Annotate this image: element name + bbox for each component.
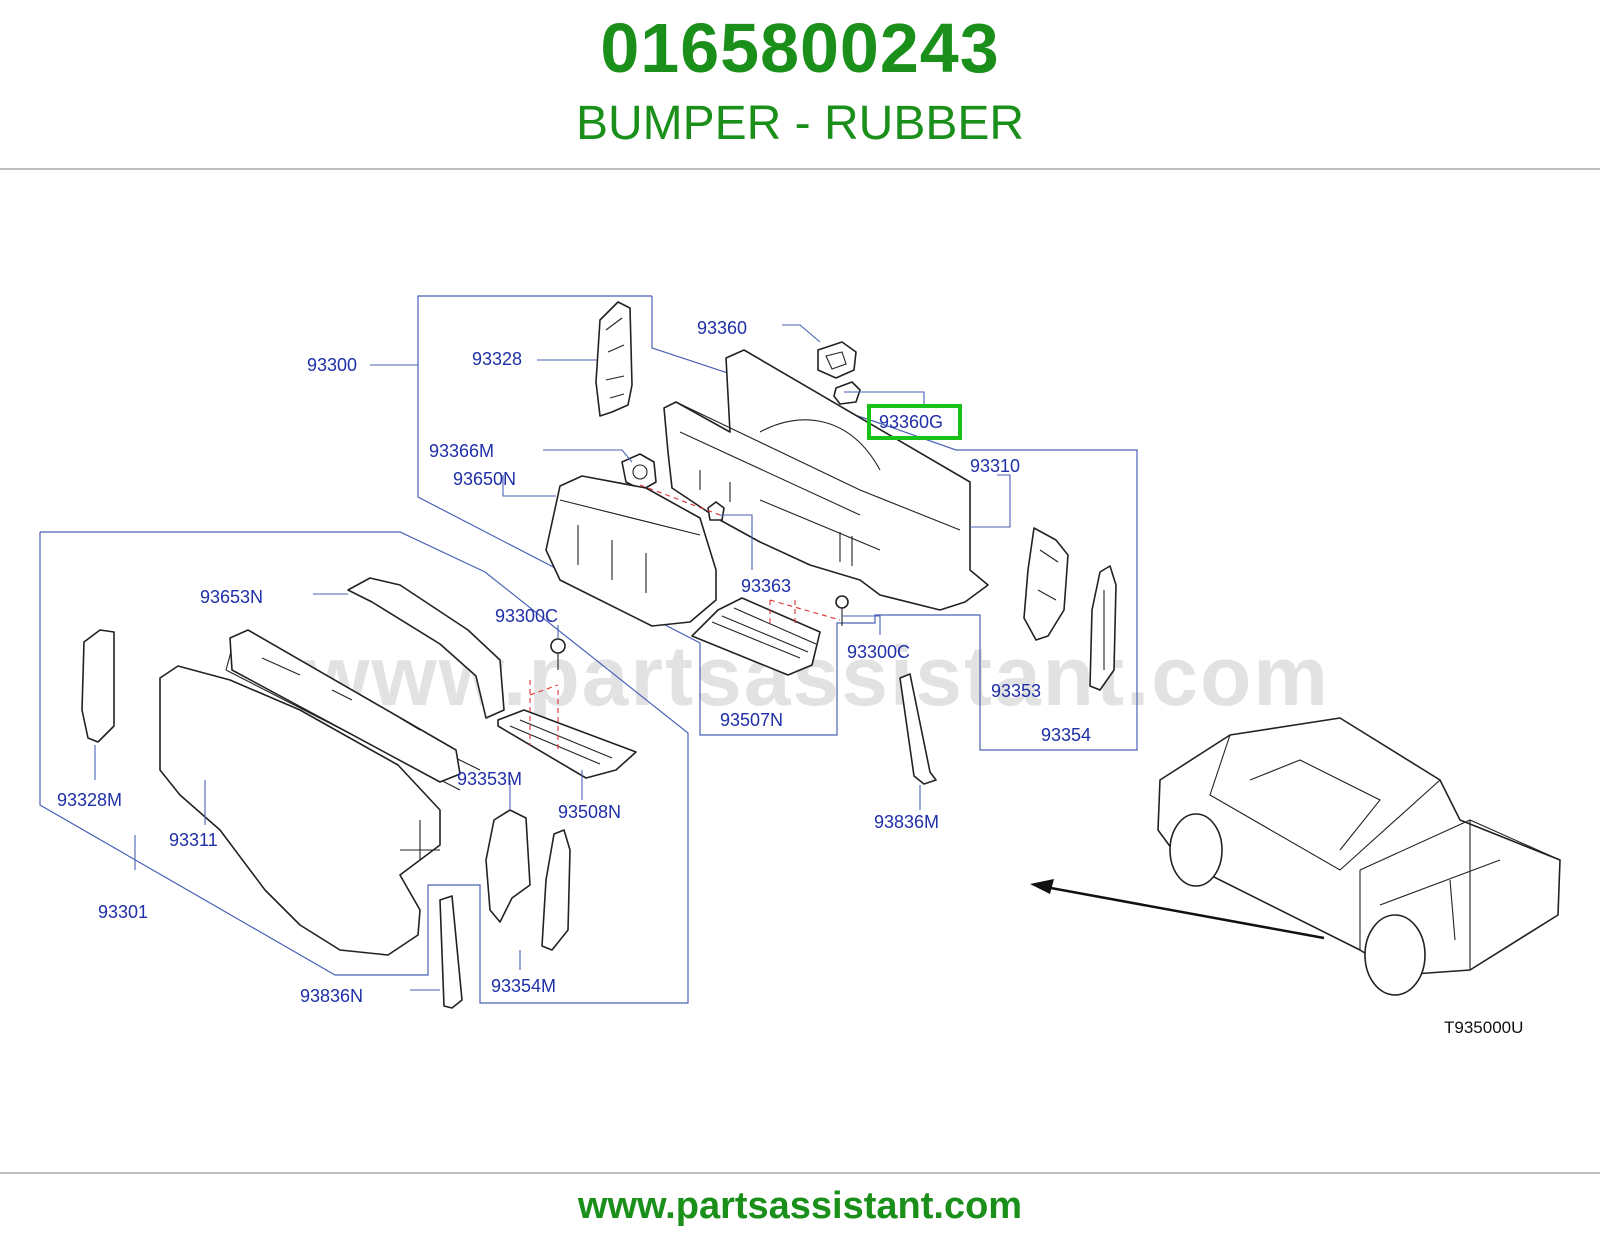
- callout-93300C-right[interactable]: 93300C: [847, 642, 910, 662]
- callout-93310[interactable]: 93310: [970, 456, 1020, 476]
- footer-divider: [0, 1172, 1600, 1174]
- part-93366M-fuel-lid: [621, 453, 657, 491]
- part-93328M-bracket: [81, 629, 115, 743]
- part-93653N-rail: [347, 577, 505, 719]
- callout-93366M[interactable]: 93366M: [429, 441, 494, 461]
- highlight-box-93360G: [867, 404, 962, 440]
- callout-93353M[interactable]: 93353M: [457, 769, 522, 789]
- part-93328-bracket: [595, 301, 633, 417]
- footer-url-link[interactable]: www.partsassistant.com: [577, 1185, 1023, 1227]
- part-name: BUMPER - RUBBER: [575, 97, 1025, 150]
- callout-93653N[interactable]: 93653N: [200, 587, 263, 607]
- callout-93301[interactable]: 93301: [98, 902, 148, 922]
- leader-lines: [94, 324, 1011, 991]
- part-93360G-rubber-bumper: [833, 381, 861, 405]
- part-93508N-floor: [497, 709, 637, 779]
- callout-93508N[interactable]: 93508N: [558, 802, 621, 822]
- page-header: 0165800243 BUMPER - RUBBER: [0, 0, 1600, 168]
- parts-diagram: www.partsassistant.com: [0, 170, 1600, 1170]
- callout-93507N[interactable]: 93507N: [720, 710, 783, 730]
- part-93353M-bracket: [485, 809, 531, 923]
- callout-93300[interactable]: 93300: [307, 355, 357, 375]
- callout-93360G[interactable]: 93360G: [879, 412, 943, 432]
- callout-93354M[interactable]: 93354M: [491, 976, 556, 996]
- part-93310-side-panel: [663, 349, 989, 611]
- callout-93300C-left[interactable]: 93300C: [495, 606, 558, 626]
- callout-93360[interactable]: 93360: [697, 318, 747, 338]
- part-93650N-wheelhouse: [545, 475, 717, 627]
- pointer-arrow-head: [1030, 879, 1054, 894]
- part-93354M-stay: [541, 829, 571, 951]
- callout-93363[interactable]: 93363: [741, 576, 791, 596]
- truck-illustration: [1157, 717, 1561, 996]
- callout-93353[interactable]: 93353: [991, 681, 1041, 701]
- callout-93311[interactable]: 93311: [169, 830, 218, 850]
- header-divider: [0, 168, 1600, 170]
- part-93836M-strap: [899, 673, 937, 785]
- pointer-arrow-line: [1039, 884, 1325, 940]
- callout-93836M[interactable]: 93836M: [874, 812, 939, 832]
- parts-diagram-svg: www.partsassistant.com: [39, 295, 1561, 1037]
- part-93353-bracket: [1023, 527, 1069, 641]
- alignment-lines: [529, 484, 841, 752]
- part-number: 0165800243: [600, 9, 1000, 87]
- drawing-code: T935000U: [1444, 1018, 1523, 1037]
- callout-93354[interactable]: 93354: [1041, 725, 1091, 745]
- part-93311-inner-panel: [229, 629, 461, 783]
- callout-93328M[interactable]: 93328M: [57, 790, 122, 810]
- part-93300C-screw-left: [550, 638, 566, 670]
- part-93360-housing: [817, 341, 857, 379]
- part-93354-stay: [1089, 565, 1117, 691]
- part-93507N-floor: [691, 597, 821, 676]
- part-93300C-screw-right: [835, 595, 849, 626]
- part-93836N-strap: [439, 895, 463, 1009]
- callout-93328[interactable]: 93328: [472, 349, 522, 369]
- group-box-93301: [39, 531, 689, 1004]
- callout-93650N[interactable]: 93650N: [453, 469, 516, 489]
- callout-93836N[interactable]: 93836N: [300, 986, 363, 1006]
